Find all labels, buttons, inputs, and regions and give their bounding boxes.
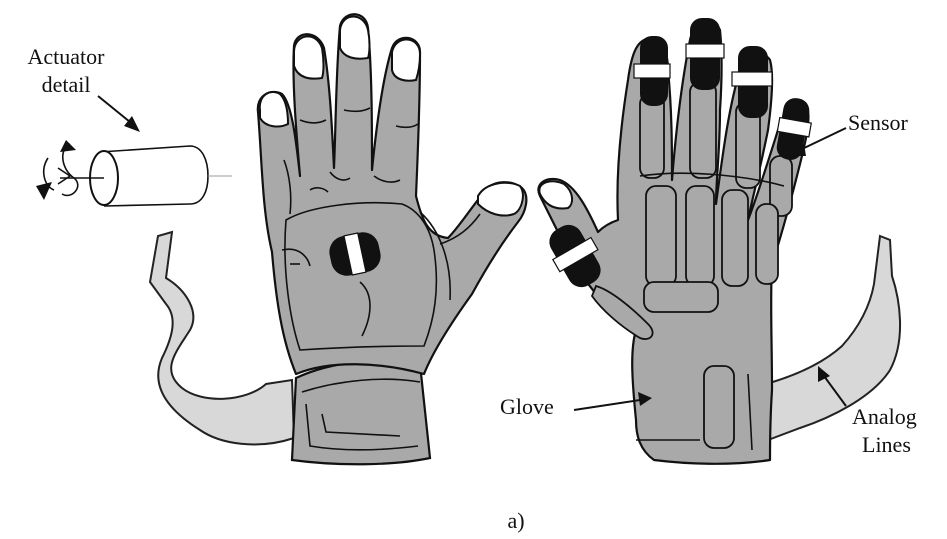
glove-label: Glove	[500, 394, 554, 419]
finger-sensor-pinky	[775, 96, 811, 162]
figure-caption: a)	[507, 508, 524, 533]
actuator-detail	[36, 96, 232, 206]
actuator-label-line1: Actuator	[28, 44, 106, 69]
finger-sensor-middle	[686, 18, 724, 90]
right-glove	[538, 18, 900, 464]
left-wrist-cuff	[292, 360, 430, 464]
left-glove	[150, 14, 526, 464]
analog-label-line2: Lines	[862, 432, 911, 457]
actuator-label-line2: detail	[42, 72, 91, 97]
glove-arrow	[574, 400, 640, 410]
sensor-label: Sensor	[848, 110, 909, 135]
analog-label-line1: Analog	[852, 404, 917, 429]
